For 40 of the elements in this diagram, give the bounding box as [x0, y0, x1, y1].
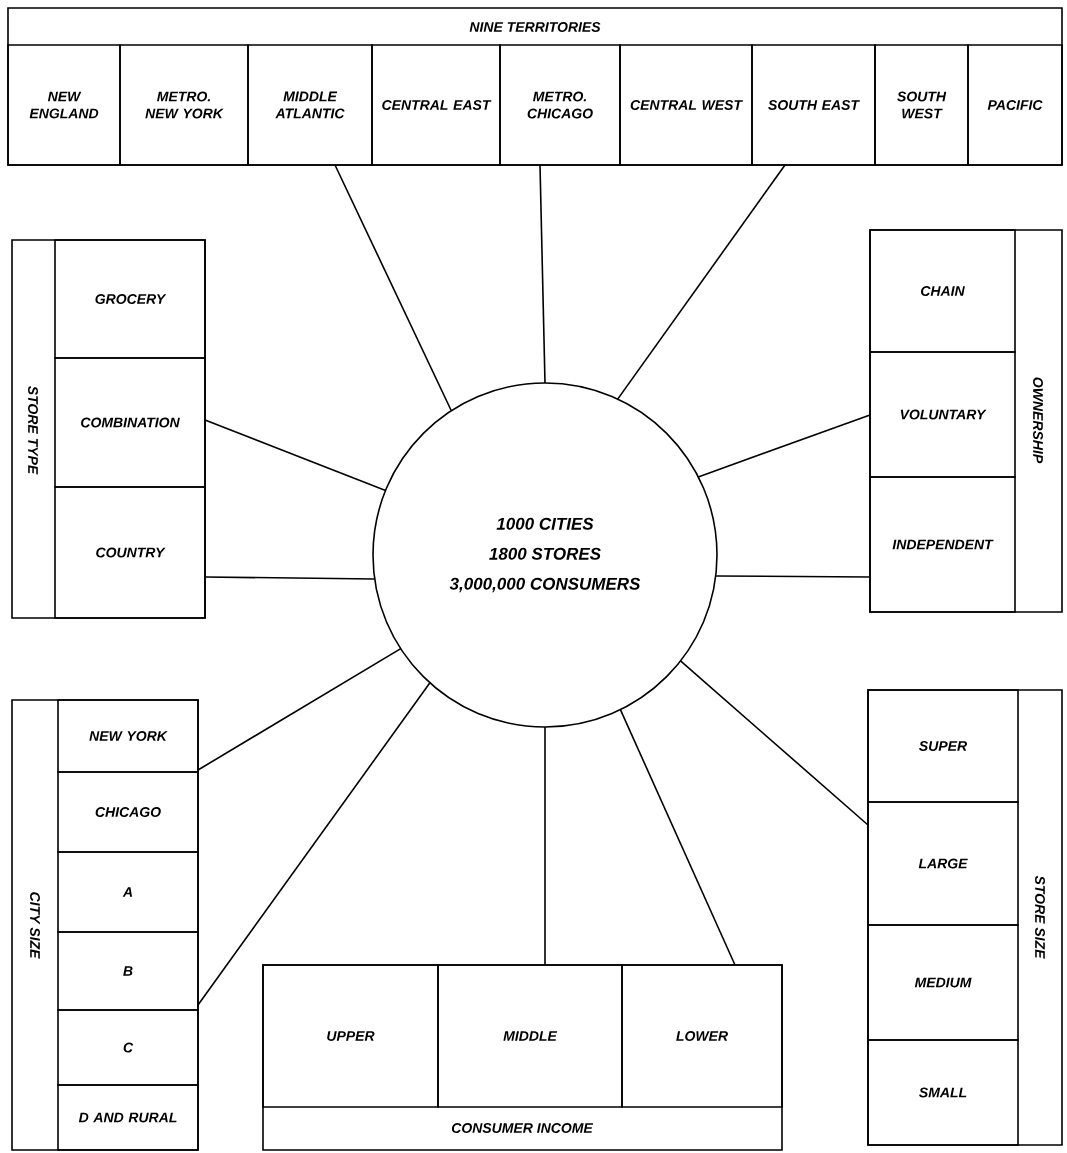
table-cell: INDEPENDENT [869, 476, 1016, 613]
table-cell: SMALL [867, 1039, 1019, 1146]
table-cell: A [57, 851, 199, 933]
table-cell: LARGE [867, 801, 1019, 926]
connector-line [197, 647, 402, 771]
table-cell: CENTRAL WEST [619, 44, 753, 166]
connector-line [714, 575, 871, 578]
table-cell: D AND RURAL [57, 1084, 199, 1151]
table-cell: MIDDLE ATLANTIC [247, 44, 373, 166]
connector-line [544, 726, 546, 966]
table-cell: GROCERY [54, 239, 206, 359]
connector-line [334, 164, 453, 412]
table-cell: C [57, 1009, 199, 1086]
table-cell: CENTRAL EAST [371, 44, 501, 166]
table-cell: UPPER [262, 964, 439, 1108]
table-cell: SOUTH WEST [874, 44, 969, 166]
table-cell: B [57, 931, 199, 1011]
connector-line [697, 414, 871, 478]
connector-line [539, 164, 546, 384]
table-cell: SOUTH EAST [751, 44, 876, 166]
connector-line [204, 576, 376, 580]
table-cell: COMBINATION [54, 357, 206, 488]
table-cell: NEW ENGLAND [7, 44, 121, 166]
table-cell: METRO. NEW YORK [119, 44, 249, 166]
table-cell: METRO. CHICAGO [499, 44, 621, 166]
connector-line [679, 660, 869, 826]
table-cell: CHAIN [869, 229, 1016, 353]
table-cell: CHICAGO [57, 771, 199, 853]
table-cell: MEDIUM [867, 924, 1019, 1041]
connector-line [197, 682, 431, 1006]
table-cell: PACIFIC [967, 44, 1063, 166]
table-cell: COUNTRY [54, 486, 206, 619]
connector-line [619, 708, 736, 966]
table-cell: MIDDLE [437, 964, 623, 1108]
table-cell: SUPER [867, 689, 1019, 803]
table-cell: LOWER [621, 964, 783, 1108]
connector-line [616, 164, 786, 400]
connector-line [204, 419, 387, 492]
table-cell: VOLUNTARY [869, 351, 1016, 478]
table-cell: NEW YORK [57, 699, 199, 773]
